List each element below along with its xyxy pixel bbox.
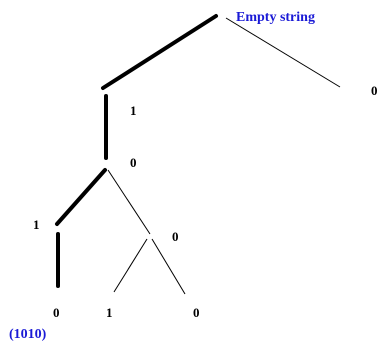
- node-label-1-level3: 1: [33, 217, 40, 232]
- root-label: Empty string: [236, 10, 315, 25]
- node-label-right-0: 0: [371, 83, 378, 98]
- result-label: (1010): [9, 327, 47, 342]
- edge-0-to-0: [107, 169, 151, 235]
- edge-0-to-leaf-0: [151, 238, 186, 295]
- edge-0-to-1: [55, 168, 107, 226]
- leaf-label-0-right: 0: [193, 305, 200, 320]
- node-label-0-level3: 0: [172, 229, 179, 244]
- leaf-label-1: 1: [106, 305, 113, 320]
- edge-root-to-1: [101, 14, 218, 90]
- edge-root-to-right-0: [225, 17, 341, 88]
- node-label-0: 0: [130, 155, 137, 170]
- edge-0-to-leaf-1: [113, 238, 148, 293]
- node-label-1: 1: [130, 103, 137, 118]
- leaf-label-0-left: 0: [53, 305, 60, 320]
